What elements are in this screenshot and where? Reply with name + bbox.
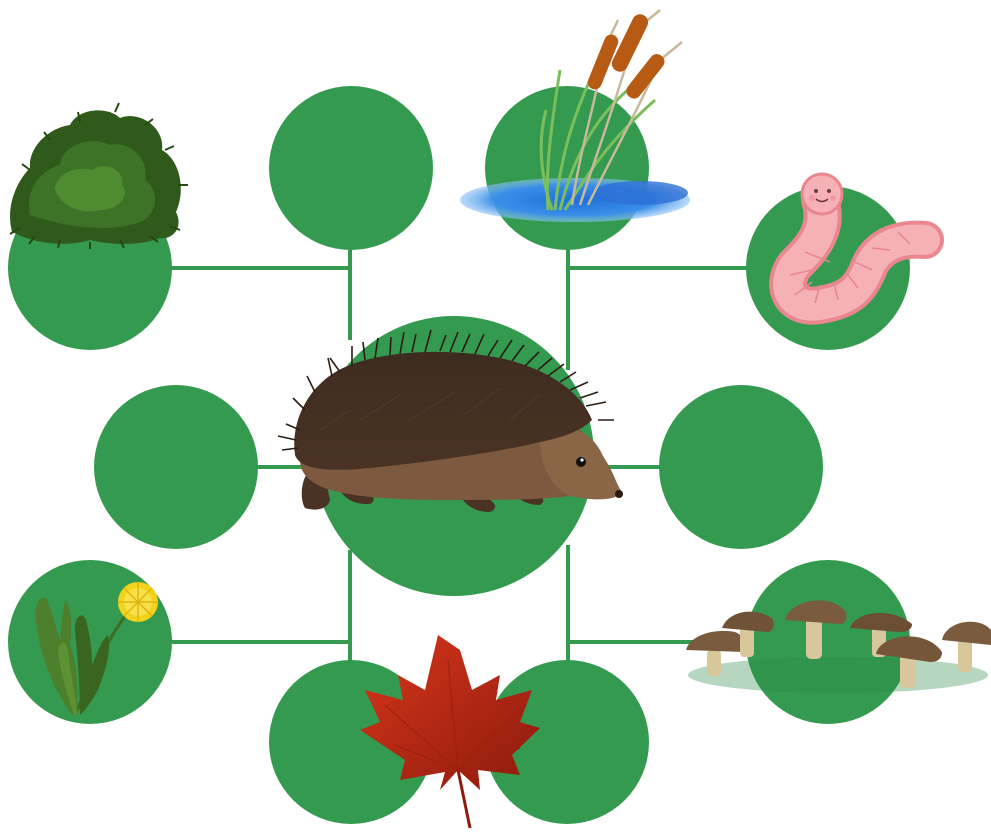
node-top-center-left[interactable] <box>269 86 433 250</box>
node-top-center-right[interactable] <box>485 86 649 250</box>
hedgehog-icon <box>278 330 623 512</box>
cattail-pond-icon <box>460 10 690 222</box>
node-middle-right[interactable] <box>659 385 823 549</box>
shrub-icon <box>10 103 188 249</box>
node-middle-left[interactable] <box>94 385 258 549</box>
